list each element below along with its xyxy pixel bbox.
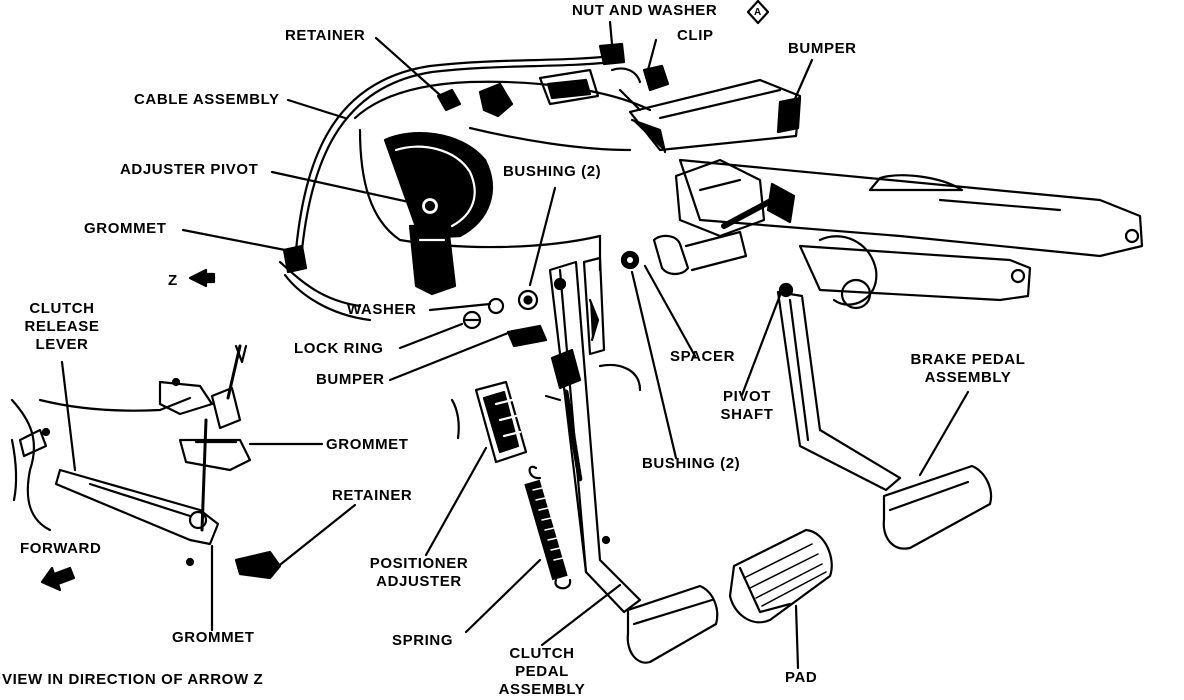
inset-release-lever-view: [10, 344, 282, 580]
label-clutch-release-lever: CLUTCH RELEASE LEVER: [20, 300, 104, 354]
forward-arrow-icon: [40, 566, 76, 592]
label-positioner-adjuster-line2: ADJUSTER: [376, 573, 462, 590]
retainer-top-part: [436, 88, 462, 112]
label-clutch-pedal-assembly-line1: CLUTCH: [509, 645, 575, 662]
label-adjuster-pivot: ADJUSTER PIVOT: [120, 161, 259, 178]
label-clutch-pedal-assembly-line2: PEDAL: [515, 663, 569, 680]
adjuster-quadrant: [383, 132, 493, 296]
brake-pedal-arm: [776, 290, 993, 550]
label-grommet-left: GROMMET: [84, 220, 167, 237]
label-brake-pedal-assembly-line2: ASSEMBLY: [924, 369, 1012, 386]
label-grommet-bottom: GROMMET: [172, 629, 255, 646]
label-retainer-inset: RETAINER: [332, 487, 413, 504]
positioner-adjuster-part: [450, 380, 562, 464]
label-clutch-pedal-assembly-line3: ASSEMBLY: [498, 681, 586, 698]
spring-part: [524, 465, 573, 590]
label-bushing-bottom: BUSHING (2): [642, 455, 741, 472]
clutch-pedal-arm: [548, 256, 642, 614]
clutch-pedal-pad: [626, 584, 719, 664]
nut-washer-symbol-text: A: [754, 7, 762, 18]
label-brake-pedal-assembly-line1: BRAKE PEDAL: [910, 351, 1026, 368]
rubber-pad: [728, 528, 833, 624]
pivot-shaft-assembly: [620, 158, 878, 310]
grommet-left-part: [282, 244, 308, 274]
label-nut-and-washer: NUT AND WASHER: [572, 2, 718, 19]
label-retainer-top: RETAINER: [285, 27, 366, 44]
label-pad: PAD: [785, 669, 818, 686]
label-lock-ring: LOCK RING: [294, 340, 384, 357]
label-z-marker: Z: [168, 272, 178, 289]
label-brake-pedal-assembly: BRAKE PEDAL ASSEMBLY: [905, 351, 1031, 387]
label-spring: SPRING: [392, 632, 454, 649]
label-clutch-pedal-assembly: CLUTCH PEDAL ASSEMBLY: [494, 645, 590, 699]
label-clutch-release-lever-line2: RELEASE: [24, 318, 100, 335]
label-positioner-adjuster: POSITIONER ADJUSTER: [363, 555, 475, 591]
label-bumper-top: BUMPER: [788, 40, 857, 57]
label-pivot-shaft-line1: PIVOT: [722, 388, 771, 405]
view-caption: VIEW IN DIRECTION OF ARROW Z: [2, 671, 264, 688]
nut-washer-symbol-icon: [746, 0, 770, 25]
label-forward: FORWARD: [20, 540, 102, 557]
label-washer: WASHER: [347, 301, 417, 318]
label-spacer: SPACER: [670, 348, 735, 365]
label-cable-assembly: CABLE ASSEMBLY: [134, 91, 280, 108]
washer-lockring-bumper: [462, 289, 548, 348]
label-clip: CLIP: [677, 27, 714, 44]
label-clutch-release-lever-line3: LEVER: [35, 336, 89, 353]
label-grommet-inset: GROMMET: [326, 436, 409, 453]
label-pivot-shaft-line2: SHAFT: [720, 406, 774, 423]
label-positioner-adjuster-line1: POSITIONER: [369, 555, 469, 572]
label-pivot-shaft: PIVOT SHAFT: [710, 388, 784, 424]
label-bushing-top: BUSHING (2): [503, 163, 602, 180]
cable-assembly: [294, 54, 614, 252]
label-bumper-mid: BUMPER: [316, 371, 385, 388]
cable-end-bracket: [478, 42, 670, 118]
z-arrow-icon: [188, 268, 216, 288]
label-clutch-release-lever-line1: CLUTCH: [29, 300, 95, 317]
